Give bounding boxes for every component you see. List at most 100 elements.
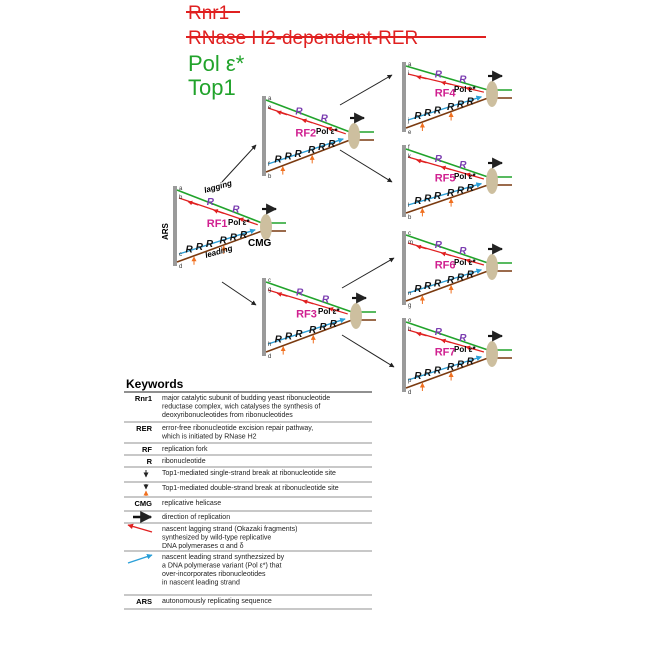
ribonucleotide-leading: R <box>274 155 282 166</box>
ribonucleotide-leading: R <box>467 357 475 368</box>
legend-rnr1: Rnr1 <box>188 3 229 24</box>
leading-strand <box>178 228 256 255</box>
strand-end-label: b <box>268 174 272 180</box>
branch-arrow <box>341 334 395 368</box>
ribonucleotide-leading: R <box>457 359 465 370</box>
ribonucleotide-leading: R <box>319 322 327 333</box>
ribonucleotide-leading: R <box>285 332 293 343</box>
strand-end-label: p <box>408 378 412 384</box>
ribonucleotide-leading: R <box>447 102 455 113</box>
fork-label: RF7 <box>435 346 456 358</box>
strand-end-label: a <box>408 62 412 68</box>
ribonucleotide-lagging: R <box>435 154 443 165</box>
parental-strand-bottom <box>265 319 353 353</box>
okazaki-fragment-arrow <box>213 209 224 214</box>
ribonucleotide-leading: R <box>186 245 194 256</box>
strand-end-label: i <box>408 71 409 77</box>
table-row: nascent leading strand synthezsized bya … <box>127 553 285 587</box>
ribonucleotide-leading: R <box>230 233 238 244</box>
ars-bar <box>402 318 406 392</box>
parental-strand-bottom <box>405 357 489 389</box>
ribonucleotide-lagging: R <box>459 246 467 257</box>
cmg-helicase <box>348 123 360 149</box>
lagging-strand-icon <box>127 523 153 533</box>
okazaki-fragment-arrow <box>416 244 427 250</box>
okazaki-fragment-arrow <box>440 251 452 257</box>
ribonucleotide-leading: R <box>447 188 455 199</box>
keyword-description: error-free ribonucleotide excision repai… <box>162 425 313 432</box>
strand-end-label: g <box>408 303 411 309</box>
strand-end-label: d <box>268 354 271 360</box>
branch-arrow <box>221 281 257 306</box>
branch-arrow <box>339 74 393 106</box>
legend: Rnr1 RNase H2-dependent-RER Pol ε* Top1 <box>186 3 486 100</box>
keyword-term: ARS <box>136 597 152 606</box>
fork-label: RF4 <box>435 88 457 100</box>
keyword-description: major catalytic subunit of budding yeast… <box>162 395 330 402</box>
ribonucleotide-leading: R <box>434 366 442 377</box>
okazaki-fragment-arrow <box>465 258 476 264</box>
branch-arrow <box>221 144 257 183</box>
okazaki-fragment-arrow <box>440 80 452 86</box>
okazaki-fragment-arrow <box>301 118 313 124</box>
pol-label: Pol ε* <box>454 85 476 94</box>
pol-label: Pol ε* <box>316 127 338 136</box>
strand-end-label: o <box>408 318 412 324</box>
okazaki-fragment-arrow <box>465 345 476 351</box>
lagging-label: lagging <box>203 178 233 195</box>
ars-bar <box>173 186 177 266</box>
ribonucleotide-leading: R <box>467 97 475 108</box>
keyword-description: direction of replication <box>162 514 230 521</box>
leading-strand <box>407 182 482 206</box>
okazaki-fragment-arrow <box>440 165 452 171</box>
ribonucleotide-lagging: R <box>435 70 443 81</box>
ribonucleotide-leading: R <box>414 284 422 295</box>
table-row: direction of replication <box>133 511 230 523</box>
parental-strand-bottom <box>265 139 351 173</box>
ribonucleotide-leading: R <box>275 335 283 346</box>
ribonucleotide-lagging: R <box>207 197 215 208</box>
okazaki-fragment-arrow <box>416 75 427 80</box>
ribonucleotide-leading: R <box>424 281 432 292</box>
keyword-description: in nascent leading strand <box>162 580 240 587</box>
keyword-description: DNA polymerases α and δ <box>162 543 244 550</box>
strand-end-label: k <box>408 154 412 160</box>
branch-arrow <box>341 257 395 289</box>
legend-top1: Top1 <box>188 75 236 100</box>
keyword-description: a DNA polymerase variant (Pol ε*) that <box>162 563 282 570</box>
leading-strand <box>407 95 482 121</box>
parental-strand-bottom <box>176 230 263 263</box>
leading-strand <box>407 268 482 294</box>
ribonucleotide-lagging: R <box>459 74 467 85</box>
table-row: Top1-mediated single-strand break at rib… <box>143 470 336 478</box>
parental-strand-top <box>405 65 489 91</box>
ribonucleotide-leading: R <box>447 275 455 286</box>
ribonucleotide-leading: R <box>457 99 465 110</box>
okazaki-fragment-arrow <box>187 200 199 206</box>
ribonucleotide-lagging: R <box>295 106 303 117</box>
ribonucleotide-leading: R <box>220 236 228 247</box>
fork-label: RF2 <box>295 128 316 140</box>
branch-arrows <box>221 74 395 368</box>
ribonucleotide-lagging: R <box>296 288 304 299</box>
parental-strand-top <box>405 148 489 178</box>
ribonucleotide-leading: R <box>414 371 422 382</box>
keyword-term: Rnr1 <box>135 394 152 403</box>
cmg-helicase <box>486 81 498 107</box>
ribonucleotide-leading: R <box>434 279 442 290</box>
strand-end-label: b <box>179 195 183 201</box>
legend-rer: RNase H2-dependent-RER <box>188 28 418 49</box>
keyword-description: deoxyribonucleotides from ribonucleotide… <box>162 412 293 419</box>
keyword-description: Top1-mediated single-strand break at rib… <box>162 470 336 477</box>
ribonucleotide-leading: R <box>295 329 303 340</box>
okazaki-fragment-arrow <box>276 292 288 297</box>
okazaki-fragment-arrow <box>328 307 340 312</box>
okazaki-fragment-arrow <box>416 158 427 164</box>
leading-strand <box>407 355 482 381</box>
strand-end-label: e <box>268 105 272 111</box>
